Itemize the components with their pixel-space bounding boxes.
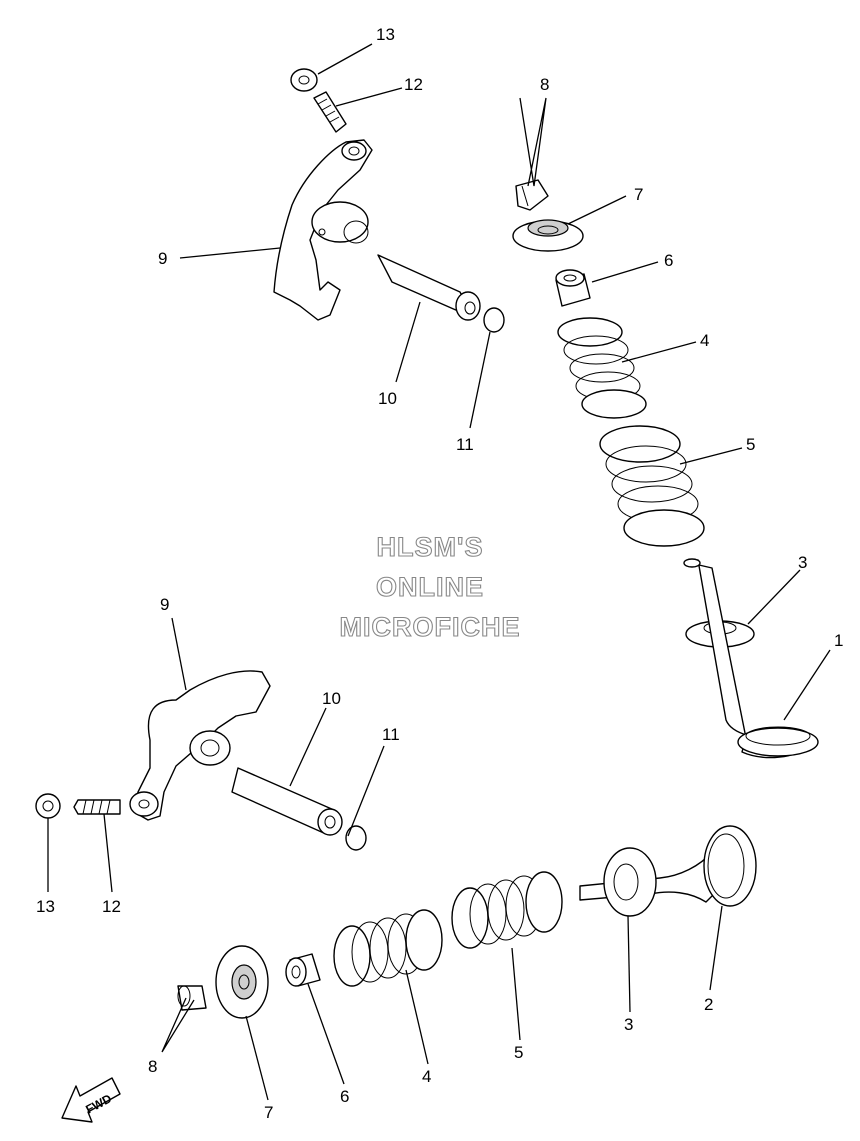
upper-nut-13 <box>290 68 318 92</box>
callout-3-lower: 3 <box>624 1015 633 1034</box>
watermark-line-2: ONLINE <box>376 572 484 602</box>
upper-spring-retainer-7 <box>512 219 584 252</box>
watermark-line-3: MICROFICHE <box>340 612 521 642</box>
callout-13-upper: 13 <box>376 25 395 44</box>
callout-7-lower: 7 <box>264 1103 273 1122</box>
lower-inner-valve-spring-4 <box>333 909 443 987</box>
callout-8-upper: 8 <box>540 75 549 94</box>
upper-o-ring-11 <box>483 307 505 333</box>
callout-6-upper: 6 <box>664 251 673 270</box>
callout-6-lower: 6 <box>340 1087 349 1106</box>
lower-valve-stem-seal-6 <box>285 953 321 987</box>
callout-2-lower: 2 <box>704 995 713 1014</box>
callout-11-lower: 11 <box>382 725 400 744</box>
watermark: HLSM'S ONLINE MICROFICHE <box>339 531 521 642</box>
callout-11-upper: 11 <box>456 435 474 454</box>
upper-inner-valve-spring-4 <box>557 317 647 419</box>
leader-lines <box>47 43 831 1101</box>
callout-3-upper: 3 <box>798 553 807 572</box>
callout-5-lower: 5 <box>514 1043 523 1062</box>
callout-10-lower: 10 <box>322 689 341 708</box>
callout-8-lower: 8 <box>148 1057 157 1076</box>
lower-nut-13 <box>35 793 61 819</box>
lower-rocker-arm-9 <box>129 670 271 821</box>
callout-4-lower: 4 <box>422 1067 431 1086</box>
upper-rocker-arm-9 <box>273 139 373 321</box>
lower-spring-retainer-7 <box>215 945 269 1019</box>
callout-12-upper: 12 <box>404 75 423 94</box>
watermark-line-1: HLSM'S <box>377 532 484 562</box>
callout-9-upper: 9 <box>158 249 167 268</box>
callout-12-lower: 12 <box>102 897 121 916</box>
upper-valve-cotter-8 <box>515 179 549 211</box>
lower-rocker-shaft-10 <box>231 767 343 836</box>
lower-valve-cotter-8 <box>177 985 207 1011</box>
callout-9-lower: 9 <box>160 595 169 614</box>
upper-adjuster-screw-12 <box>313 91 347 133</box>
callout-labels: 13 12 9 10 11 8 7 6 4 5 3 1 9 10 11 13 1… <box>36 25 843 1122</box>
lower-valve-spring-seat-3 <box>603 847 657 917</box>
upper-valve-1 <box>683 558 819 759</box>
fwd-arrow-icon: FWD <box>61 1077 121 1123</box>
callout-7-upper: 7 <box>634 185 643 204</box>
upper-outer-valve-spring-5 <box>599 425 705 547</box>
callout-5-upper: 5 <box>746 435 755 454</box>
callout-10-upper: 10 <box>378 389 397 408</box>
lower-adjuster-screw-12 <box>73 799 121 815</box>
upper-rocker-shaft-10 <box>377 254 481 321</box>
lower-o-ring-11 <box>345 825 367 851</box>
lower-outer-valve-spring-5 <box>451 871 563 949</box>
callout-1-upper: 1 <box>834 631 843 650</box>
callout-13-lower: 13 <box>36 897 55 916</box>
callout-4-upper: 4 <box>700 331 709 350</box>
upper-valve-stem-seal-6 <box>555 269 591 307</box>
